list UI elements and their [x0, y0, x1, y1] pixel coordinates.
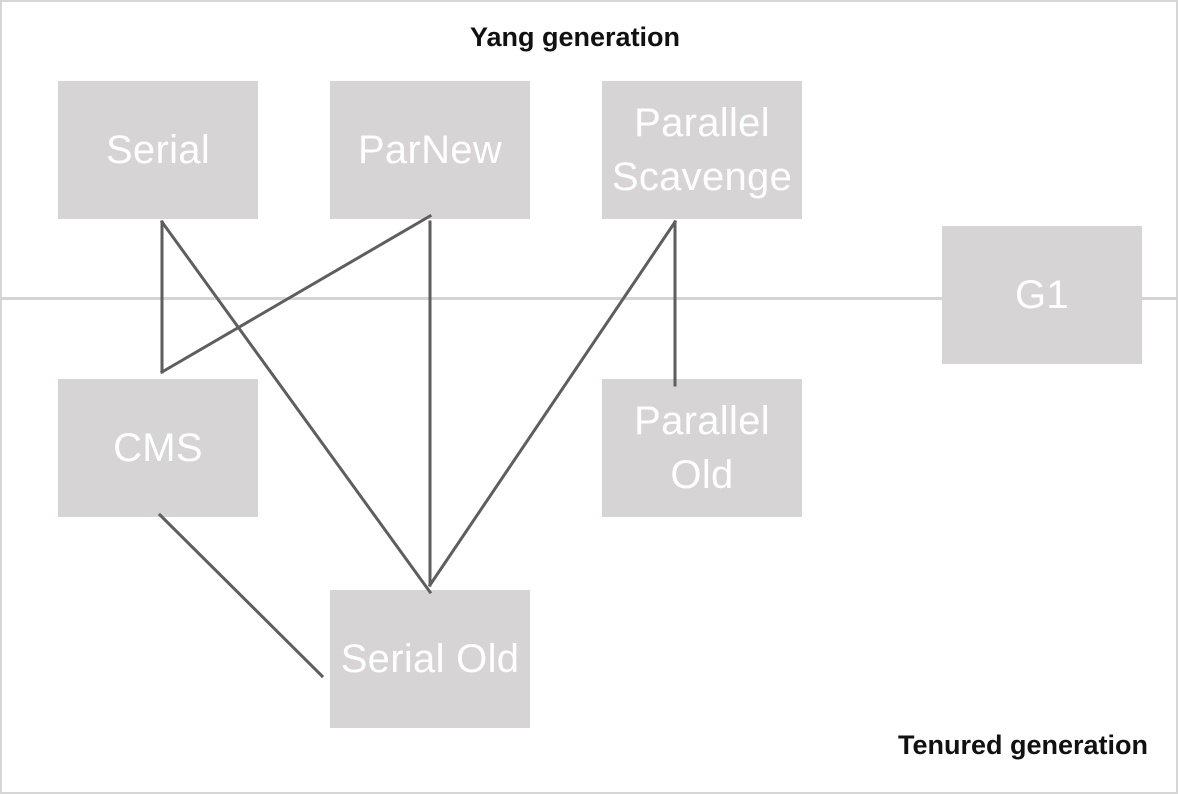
node-parnew: ParNew	[330, 81, 530, 219]
node-parallel-old-label: Parallel Old	[634, 399, 770, 497]
node-parallel-scavenge: Parallel Scavenge	[602, 81, 802, 219]
node-serial-old: Serial Old	[330, 590, 530, 728]
node-serial: Serial	[58, 81, 258, 219]
node-serial-old-label: Serial Old	[340, 637, 520, 681]
node-parallel-old: Parallel Old	[602, 379, 802, 517]
node-serial-label: Serial	[105, 128, 211, 172]
node-g1: G1	[942, 226, 1142, 364]
node-parallel-scavenge-label: Parallel Scavenge	[611, 101, 793, 199]
node-cms-label: CMS	[113, 426, 203, 470]
node-g1-label: G1	[1015, 273, 1069, 317]
node-cms: CMS	[58, 379, 258, 517]
tenured-generation-label: Tenured generation	[897, 730, 1148, 760]
node-parnew-label: ParNew	[357, 128, 503, 172]
young-generation-label: Yang generation	[470, 22, 681, 52]
